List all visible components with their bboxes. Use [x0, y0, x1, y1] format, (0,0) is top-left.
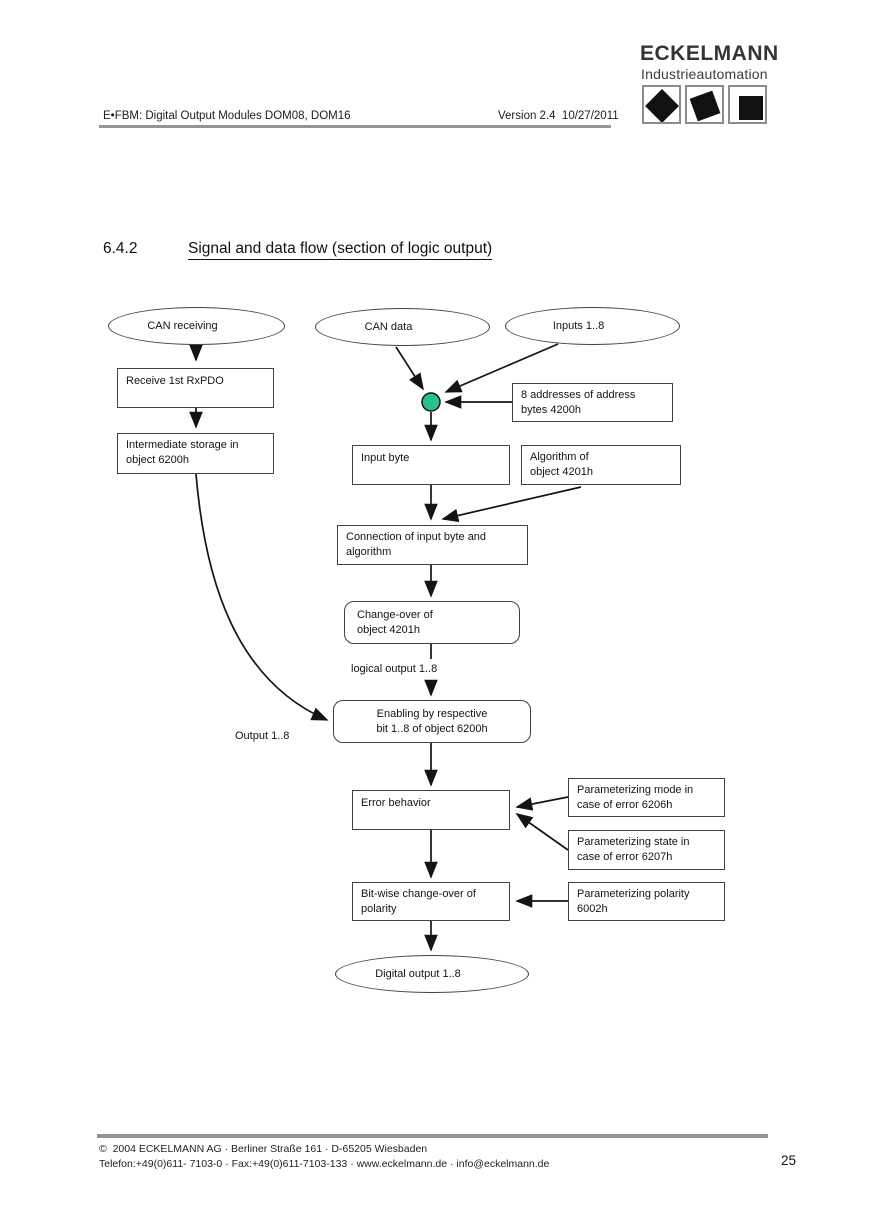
footer-contact: Telefon:+49(0)611- 7103-0 · Fax:+49(0)61… [99, 1158, 550, 1170]
node-intermediate-storage: Intermediate storage in object 6200h [117, 433, 274, 474]
node-enabling: Enabling by respective bit 1..8 of objec… [333, 700, 531, 743]
logo-square-corner-icon [728, 85, 767, 124]
node-inputs-label: Inputs 1..8 [552, 320, 605, 332]
header-rule [99, 125, 611, 128]
page-number: 25 [781, 1153, 797, 1168]
label-logical-output: logical output 1..8 [351, 663, 438, 675]
section-number: 6.4.2 [103, 240, 138, 257]
node-connection: Connection of input byte and algorithm [337, 525, 528, 565]
node-inputs: Inputs 1..8 [505, 307, 680, 345]
header-doc-title: E•FBM: Digital Output Modules DOM08, DOM… [103, 110, 351, 122]
label-output: Output 1..8 [235, 730, 290, 742]
node-can-data-label: CAN data [364, 321, 413, 333]
node-addresses: 8 addresses of address bytes 4200h [512, 383, 673, 422]
node-can-receiving-label: CAN receiving [147, 320, 218, 332]
logo-square-diamond-icon [642, 85, 681, 124]
node-algorithm: Algorithm of object 4201h [521, 445, 681, 485]
section-title: Signal and data flow (section of logic o… [188, 240, 493, 260]
node-digital-output-label: Digital output 1..8 [375, 968, 461, 980]
node-param-state: Parameterizing state in case of error 62… [568, 830, 725, 870]
junction-dot [421, 392, 441, 412]
footer-rule [97, 1134, 768, 1138]
node-error-behavior: Error behavior [352, 790, 510, 830]
node-can-data: CAN data [315, 308, 490, 346]
node-can-receiving: CAN receiving [108, 307, 285, 345]
logo-mark [642, 85, 767, 124]
node-param-mode: Parameterizing mode in case of error 620… [568, 778, 725, 817]
footer-copyright: © 2004 ECKELMANN AG · Berliner Straße 16… [99, 1143, 428, 1155]
logo-square-tilted-icon [685, 85, 724, 124]
node-bitwise-change-over: Bit-wise change-over of polarity [352, 882, 510, 921]
header-version: Version 2.4 10/27/2011 [498, 110, 619, 122]
logo-brand: ECKELMANN [640, 42, 779, 65]
node-param-polarity: Parameterizing polarity 6002h [568, 882, 725, 921]
node-digital-output: Digital output 1..8 [335, 955, 529, 993]
node-input-byte: Input byte [352, 445, 510, 485]
logo-subtitle: Industrieautomation [641, 66, 768, 82]
node-change-over: Change-over of object 4201h [344, 601, 520, 644]
node-receive-rxpdo: Receive 1st RxPDO [117, 368, 274, 408]
